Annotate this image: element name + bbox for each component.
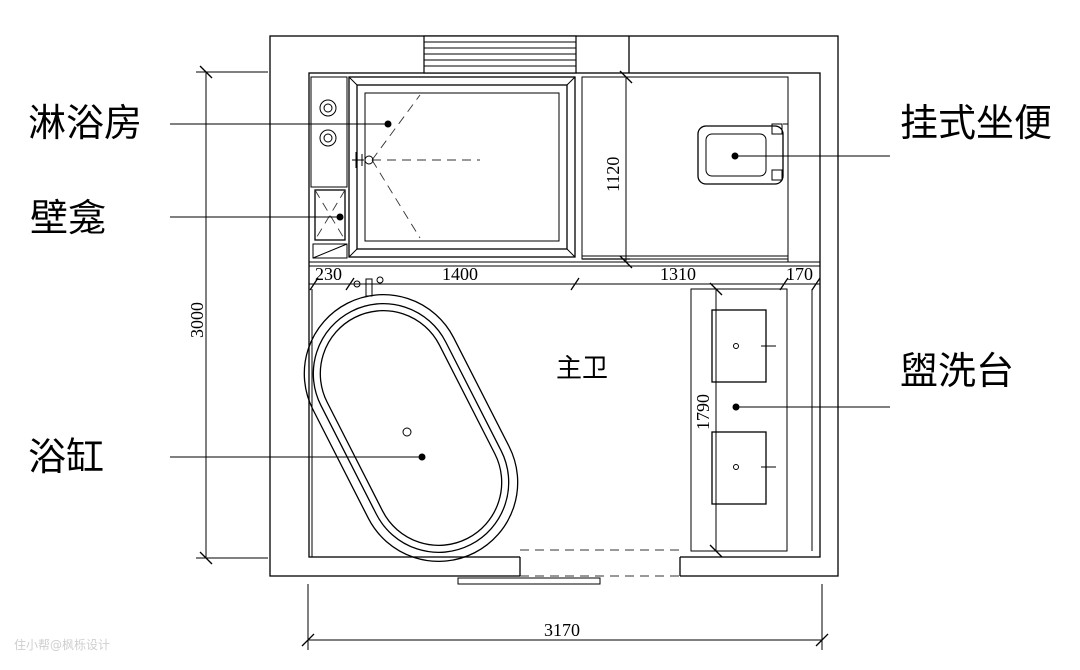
- label-vanity: 盥洗台: [900, 349, 1015, 393]
- label-toilet: 挂式坐便: [900, 101, 1053, 145]
- dimension-lines: [196, 65, 829, 650]
- vanity: [690, 288, 813, 552]
- top-window: [423, 35, 630, 74]
- bathtub: [303, 293, 519, 563]
- shower-enclosure: [348, 76, 576, 258]
- dim-seg-1400: 1400: [442, 264, 478, 284]
- toilet-area: [581, 76, 789, 262]
- dim-vanity-length: 1790: [693, 394, 713, 430]
- leader-lines: [170, 120, 890, 461]
- bottom-door: [457, 549, 681, 585]
- dim-seg-1310: 1310: [660, 264, 696, 284]
- dim-seg-230: 230: [315, 264, 342, 284]
- dim-overall-width: 3170: [544, 620, 580, 640]
- wall-niche: [312, 189, 348, 259]
- room-label: 主卫: [556, 354, 609, 384]
- shower-valves: [310, 76, 348, 188]
- exterior-wall: [269, 35, 839, 577]
- dim-overall-height: 3000: [187, 302, 207, 338]
- label-niche: 壁龛: [30, 196, 107, 240]
- label-bathtub: 浴缸: [28, 435, 105, 479]
- partition-wall: [309, 261, 820, 557]
- dim-seg-170: 170: [786, 264, 813, 284]
- tub-faucet: [353, 276, 384, 297]
- label-shower: 淋浴房: [28, 101, 143, 145]
- dim-shower-depth: 1120: [603, 156, 623, 192]
- watermark: 住小帮@枫栎设计: [14, 638, 111, 652]
